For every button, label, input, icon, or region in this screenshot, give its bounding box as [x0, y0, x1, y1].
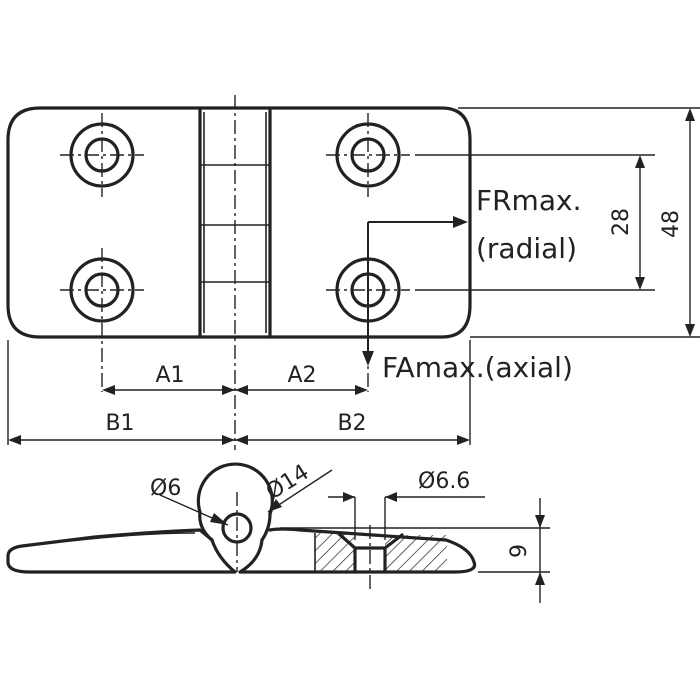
dimension-thickness: 9 — [280, 498, 550, 603]
mounting-hole-bottom-left — [60, 248, 144, 392]
extension-lines — [7, 107, 700, 445]
hinge-top-view — [6, 95, 472, 450]
mounting-hole-top-left — [60, 113, 144, 197]
force-radial: FRmax. (radial) — [368, 184, 581, 265]
dimension-hole-diameter: Ø6.6 — [328, 469, 485, 540]
label-thickness: 9 — [507, 544, 532, 558]
side-right-leaf — [238, 527, 477, 574]
mounting-hole-top-right — [326, 113, 410, 197]
force-axial: FAmax.(axial) — [362, 222, 573, 384]
side-knuckle — [196, 462, 274, 516]
counterbore — [336, 531, 404, 574]
side-left-leaf — [6, 528, 237, 574]
label-a1: A1 — [155, 363, 184, 388]
dimension-height: 48 — [659, 108, 695, 337]
label-pin-diameter: Ø6 — [150, 476, 181, 501]
dimension-a: A1 A2 — [102, 363, 368, 395]
label-b2: B2 — [337, 411, 366, 436]
dimension-hole-spacing: 28 — [609, 155, 645, 290]
label-force-radial-2: (radial) — [476, 232, 577, 265]
hinge-side-view — [6, 462, 477, 590]
label-force-radial-1: FRmax. — [476, 184, 581, 217]
dimension-b: B1 B2 — [8, 411, 470, 445]
label-b1: B1 — [105, 411, 134, 436]
hatch-left — [315, 533, 355, 571]
label-force-axial: FAmax.(axial) — [382, 351, 573, 384]
label-a2: A2 — [287, 363, 316, 388]
label-hole-spacing: 28 — [609, 208, 634, 236]
label-hole-diameter: Ø6.6 — [418, 469, 470, 494]
dimension-pin-diameter: Ø6 — [150, 476, 229, 526]
label-height: 48 — [659, 210, 684, 238]
hinge-outline — [6, 106, 472, 339]
